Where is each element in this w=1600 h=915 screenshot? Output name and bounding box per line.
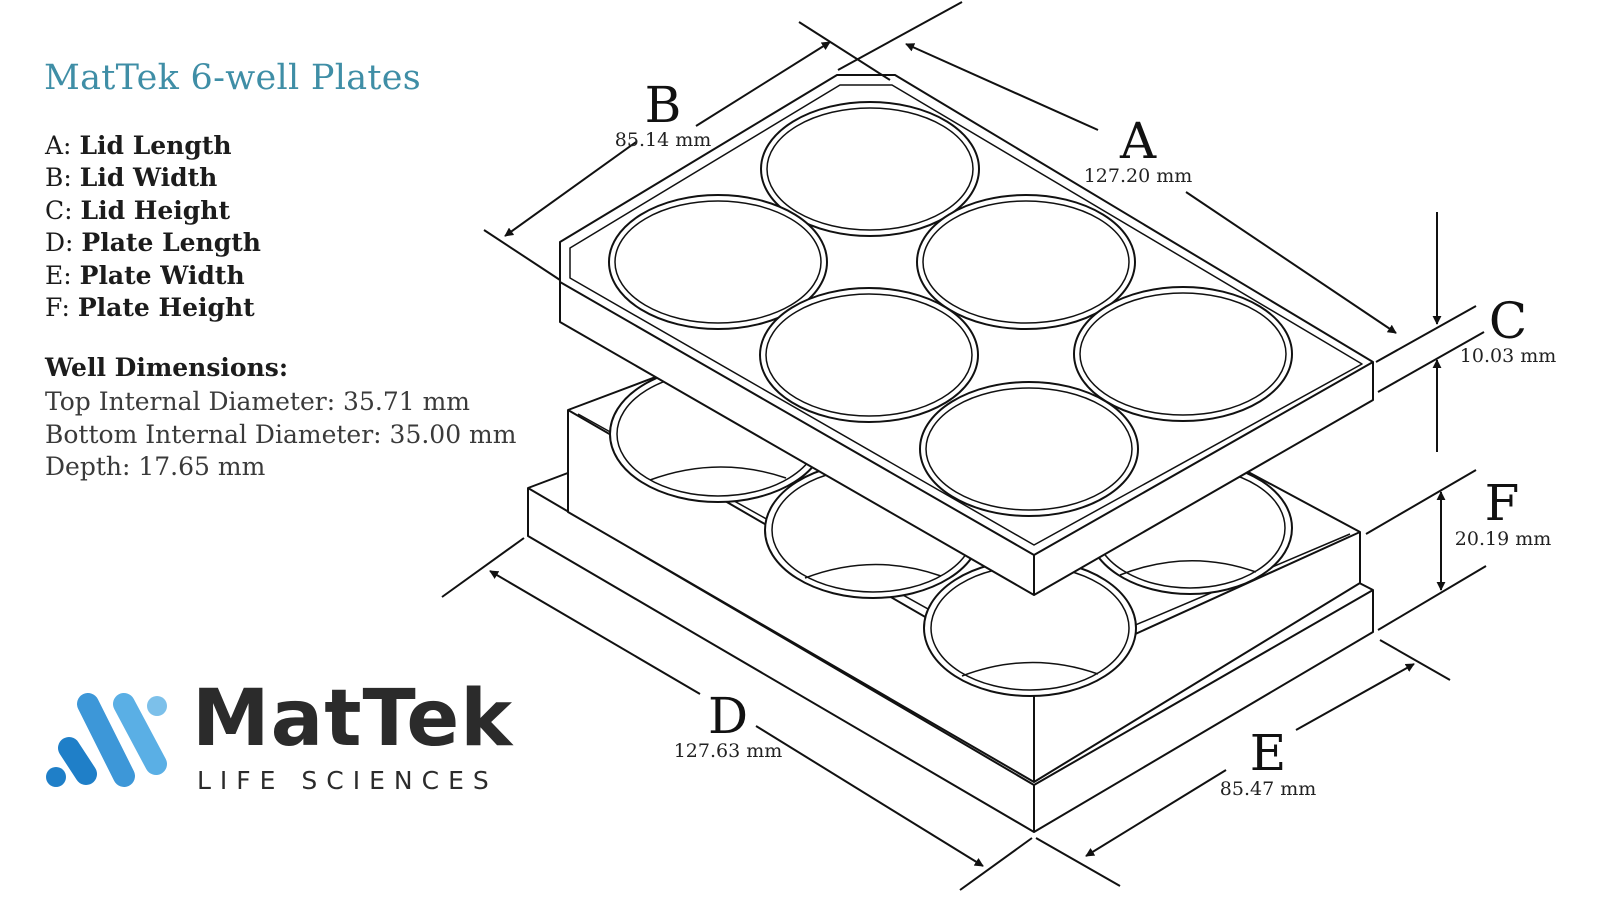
lid-wells xyxy=(608,101,1293,517)
dim-e-letter: E xyxy=(1250,724,1287,782)
legend-item-b: B: Lid Width xyxy=(45,162,261,194)
dim-c-value: 10.03 mm xyxy=(1460,345,1556,367)
lid-well xyxy=(759,287,979,423)
dim-c-letter: C xyxy=(1489,292,1527,350)
legend-label: Plate Length xyxy=(81,228,261,258)
dim-b-value: 85.14 mm xyxy=(615,129,711,151)
dim-b-ext xyxy=(483,229,561,281)
bottom-internal-diameter: Bottom Internal Diameter: 35.00 mm xyxy=(45,419,517,449)
dim-a-ext xyxy=(1375,305,1477,363)
legend-label: Plate Width xyxy=(79,260,245,290)
dimension-legend: A: Lid Length B: Lid Width C: Lid Height… xyxy=(45,130,261,324)
legend-item-e: E: Plate Width xyxy=(45,260,261,292)
logo-stripes-icon xyxy=(46,693,167,787)
dim-d-value: 127.63 mm xyxy=(674,740,783,762)
dim-e-value: 85.47 mm xyxy=(1220,778,1316,800)
dim-a-letter: A xyxy=(1119,112,1157,170)
dim-a-ext xyxy=(837,1,963,71)
dim-a-value: 127.20 mm xyxy=(1084,165,1193,187)
legend-key: E: xyxy=(45,260,72,290)
dimension-lines xyxy=(441,1,1487,891)
dim-c-ext xyxy=(1377,331,1485,393)
dim-d-ext xyxy=(959,837,1033,891)
legend-item-c: C: Lid Height xyxy=(45,195,261,227)
legend-label: Lid Height xyxy=(80,195,231,225)
lid-well xyxy=(1073,286,1293,422)
dim-d-letter: D xyxy=(708,687,748,745)
base-well xyxy=(923,559,1137,697)
legend-key: C: xyxy=(45,195,73,225)
legend-key: A: xyxy=(45,131,72,160)
legend-item-d: D: Plate Length xyxy=(45,227,261,259)
brand-name: MatTek xyxy=(192,674,514,764)
top-internal-diameter: Top Internal Diameter: 35.71 mm xyxy=(45,387,470,417)
dim-f-ext xyxy=(1377,565,1487,631)
dim-b-arrow xyxy=(695,41,831,127)
lid-well xyxy=(916,194,1136,330)
dim-e-ext xyxy=(1035,837,1121,887)
brand-tagline: LIFE SCIENCES xyxy=(197,766,498,795)
legend-label: Lid Length xyxy=(79,131,232,160)
dim-f-letter: F xyxy=(1485,474,1520,532)
logo-stripe xyxy=(77,693,135,787)
lid-inner-border xyxy=(569,84,1363,546)
dim-f-value: 20.19 mm xyxy=(1455,528,1551,550)
dim-a-arrow xyxy=(1185,191,1397,334)
logo-stripe xyxy=(58,737,97,785)
dim-e-arrow xyxy=(1085,769,1227,857)
logo-stripe xyxy=(113,693,167,775)
legend-key: D: xyxy=(45,228,74,258)
legend-key: B: xyxy=(45,163,72,193)
dim-a-arrow xyxy=(905,43,1099,131)
dim-f-ext xyxy=(1365,469,1477,535)
well-dimensions-heading: Well Dimensions: xyxy=(45,353,289,382)
dimension-labels: B 85.14 mm A 127.20 mm C 10.03 mm F 20.1… xyxy=(615,76,1556,800)
dim-e-arrow xyxy=(1295,663,1415,731)
dim-d-arrow xyxy=(489,570,701,695)
dim-d-arrow xyxy=(755,725,984,867)
mattek-logo-mark xyxy=(46,693,167,787)
well-dimensions: Well Dimensions: Top Internal Diameter: … xyxy=(45,352,516,484)
legend-item-a: A: Lid Length xyxy=(45,130,261,162)
well-depth: Depth: 17.65 mm xyxy=(45,452,266,482)
dim-e-ext xyxy=(1379,639,1451,681)
lid-well xyxy=(919,381,1139,517)
dim-b-letter: B xyxy=(645,76,682,134)
legend-label: Lid Width xyxy=(79,163,218,193)
lid-well xyxy=(608,194,828,330)
dim-d-ext xyxy=(441,537,525,598)
legend-label: Plate Height xyxy=(77,293,255,323)
dim-b-ext xyxy=(798,21,891,81)
lid-well xyxy=(760,101,980,237)
page-title: MatTek 6-well Plates xyxy=(44,58,422,98)
legend-key: F: xyxy=(45,293,70,323)
dim-b-arrow xyxy=(504,141,637,237)
legend-item-f: F: Plate Height xyxy=(45,292,261,324)
